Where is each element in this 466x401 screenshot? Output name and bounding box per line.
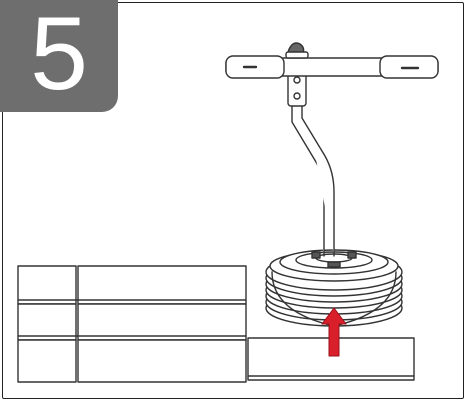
platform-blocks — [17, 265, 415, 383]
lift-up-arrow — [321, 307, 347, 357]
block-left-top — [17, 265, 77, 305]
block-mid-top — [77, 265, 247, 305]
block-mid-mid — [77, 303, 247, 341]
step-badge: 5 — [0, 0, 118, 112]
step-number: 5 — [30, 0, 88, 112]
block-left-bottom — [17, 339, 77, 383]
block-left-mid — [17, 303, 77, 341]
block-mid-bottom — [77, 339, 247, 383]
tire-lever-tool — [225, 42, 439, 257]
